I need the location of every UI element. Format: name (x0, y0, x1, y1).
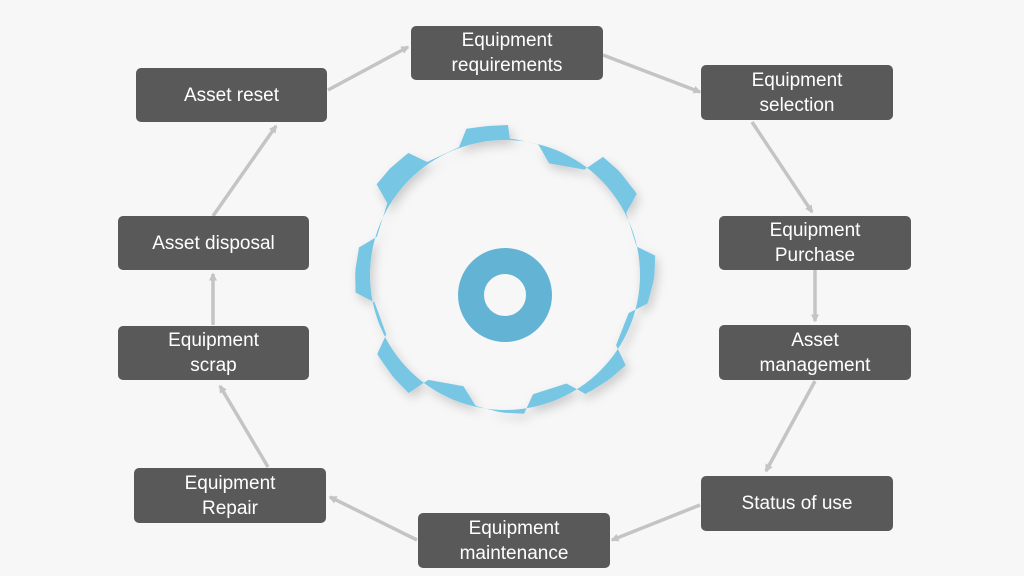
arrow-status-to-maintenance (610, 503, 701, 542)
arrow-requirements-to-selection (602, 53, 702, 94)
gear-icon (355, 125, 656, 414)
node-equipment-requirements: Equipment requirements (411, 26, 603, 80)
arrow-maintenance-to-repair (328, 495, 418, 542)
node-asset-management: Asset management (719, 325, 911, 380)
node-status-of-use: Status of use (701, 476, 893, 531)
arrow-selection-to-purchase (750, 121, 814, 214)
node-equipment-maintenance: Equipment maintenance (418, 513, 610, 568)
node-equipment-purchase: Equipment Purchase (719, 216, 911, 270)
arrow-reset-to-requirements (327, 45, 410, 92)
arrow-management-to-status (764, 380, 817, 473)
arrow-disposal-to-reset (211, 124, 278, 218)
gear-hub-ring (458, 248, 552, 342)
node-asset-reset: Asset reset (136, 68, 327, 122)
node-asset-disposal: Asset disposal (118, 216, 309, 270)
arrow-repair-to-scrap (218, 384, 270, 468)
node-equipment-scrap: Equipment scrap (118, 326, 309, 380)
node-equipment-selection: Equipment selection (701, 65, 893, 120)
node-equipment-repair: Equipment Repair (134, 468, 326, 523)
